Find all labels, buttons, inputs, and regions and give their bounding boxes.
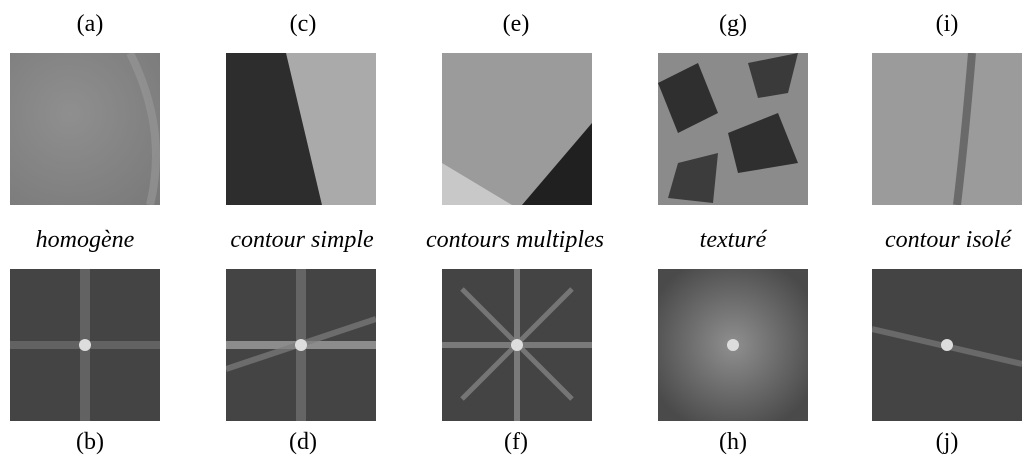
caption-contour-simple: contour simple <box>230 227 374 253</box>
spectrum-multiple-edges <box>442 269 592 421</box>
image-patch-textured <box>658 53 808 205</box>
image-patch-homogeneous <box>10 53 160 205</box>
panel-label-e: (e) <box>502 11 530 37</box>
caption-contours-multiples: contours multiples <box>426 227 604 253</box>
panel-label-f: (f) <box>504 429 528 455</box>
panel-label-d: (d) <box>289 429 317 455</box>
caption-contour-isole: contour isolé <box>885 227 1011 253</box>
spectrum-isolated-edge <box>872 269 1022 421</box>
image-patch-multiple-edges <box>442 53 592 205</box>
panel-label-g: (g) <box>719 11 747 37</box>
spectrum-textured <box>658 269 808 421</box>
spectrum-homogeneous <box>10 269 160 421</box>
panel-label-c: (c) <box>289 11 317 37</box>
panel-label-b: (b) <box>76 429 104 455</box>
image-patch-isolated-edge <box>872 53 1022 205</box>
panel-label-h: (h) <box>719 429 747 455</box>
image-patch-single-edge <box>226 53 376 205</box>
panel-label-a: (a) <box>76 11 104 37</box>
caption-texture: texturé <box>699 227 767 253</box>
caption-homogene: homogène <box>35 227 135 253</box>
spectrum-single-edge <box>226 269 376 421</box>
panel-label-i: (i) <box>935 11 959 37</box>
panel-label-j: (j) <box>935 429 959 455</box>
